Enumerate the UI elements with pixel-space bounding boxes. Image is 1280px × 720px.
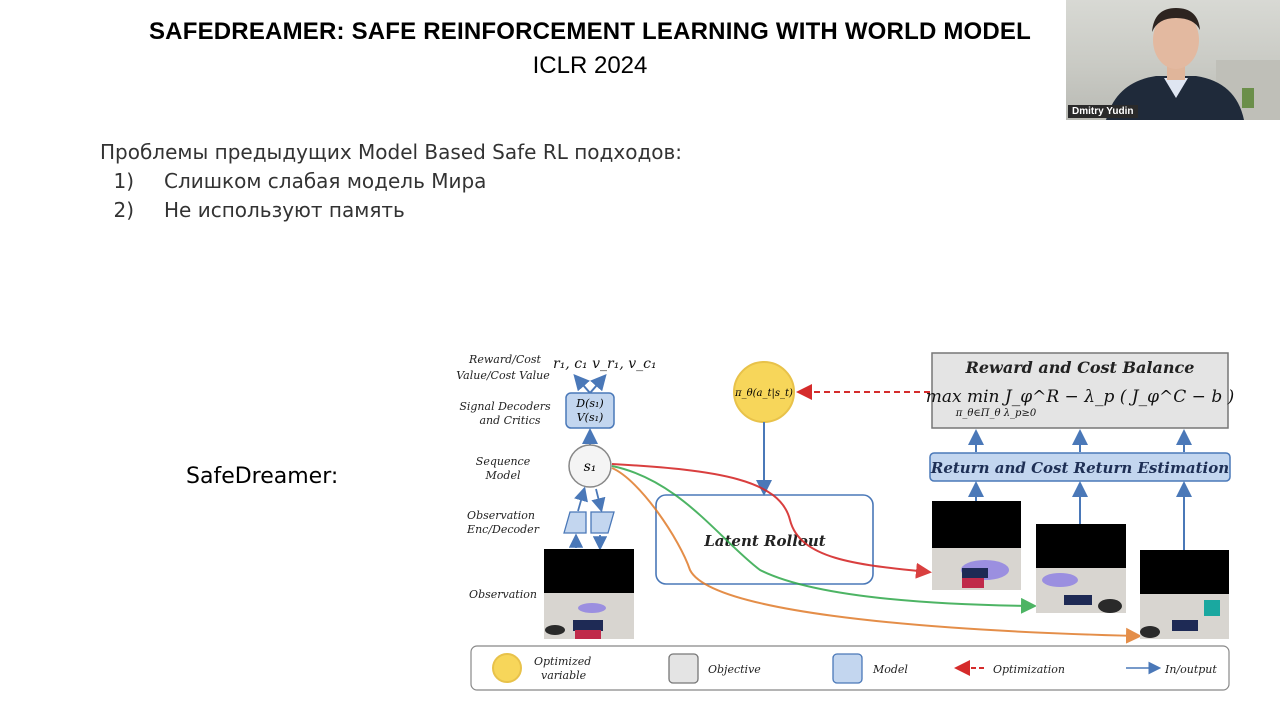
slide-venue: ICLR 2024 [532,52,648,79]
legend-optimized-line2: variable [541,669,587,682]
webcam-figure [1106,8,1280,120]
rollout-path-green [611,465,1037,614]
label-sequence: Sequence [476,455,531,468]
legend-optimized-swatch [492,653,522,683]
label-and-critics: and Critics [479,414,540,427]
list-item: 1) Слишком слабая модель Мира [100,167,682,196]
webcam-name: Dmitry Yudin [1068,105,1138,118]
label-reward-cost: Reward/Cost [468,353,541,366]
label-model: Model [485,469,521,482]
list-text: Слишком слабая модель Мира [164,169,487,193]
latent-rollout-label: Latent Rollout [703,532,826,550]
label-signal-decoders: Signal Decoders [459,400,551,413]
balance-subscript: π_θ∈Π_θ λ_p≥0 [955,408,1037,419]
policy-label: π_θ(a_t|s_t) [734,388,793,399]
list-number: 1) [113,169,134,193]
imagined-frame-1 [932,501,1021,590]
method-label: SafeDreamer: [186,464,339,489]
legend-model: Model [872,663,908,676]
balance-box [931,352,1229,429]
label-value-cost-value: Value/Cost Value [456,369,550,382]
decoder-shape [590,511,615,534]
outputs-text: r₁, c₁ v_r₁, v_c₁ [553,356,657,372]
list-number: 2) [113,198,134,222]
arrow-state-dec [591,488,606,513]
encoder-shape [563,511,587,534]
arrow-to-reward [573,373,591,394]
problems-list: Проблемы предыдущих Model Based Safe RL … [100,138,682,225]
rollout-path-orange [611,467,1142,644]
rollout-path-red [611,463,932,579]
list-item: 2) Не используют память [100,196,682,225]
legend-optimization: Optimization [993,663,1065,676]
decoder-line1: D(s₁) [575,397,603,410]
latent-rollout-box [655,494,874,585]
imagined-frame-2 [1036,524,1126,613]
arrow-to-value [589,373,607,394]
balance-title: Reward and Cost Balance [965,358,1195,377]
state-node [568,444,612,488]
label-enc-decoder: Enc/Decoder [466,523,540,536]
list-text: Не используют память [164,198,405,222]
label-observation-enc: Observation [467,509,535,522]
state-label: s₁ [584,459,597,475]
legend-inoutput: In/output [1164,663,1217,676]
problems-heading: Проблемы предыдущих Model Based Safe RL … [100,140,683,164]
balance-formula: max min J_φ^R − λ_p ( J_φ^C − b ) [926,387,1235,407]
legend-objective: Objective [708,663,761,676]
label-observation: Observation [469,588,537,601]
observation-image [544,549,634,639]
legend-model-swatch [832,653,863,684]
return-estimation-label: Return and Cost Return Estimation [930,459,1229,477]
legend-objective-swatch [668,653,699,684]
slide-title: SAFEDREAMER: SAFE REINFORCEMENT LEARNING… [148,18,1032,45]
webcam-feed: Dmitry Yudin [1066,0,1280,120]
legend-optimized-line1: Optimized [534,655,591,668]
arrow-enc-state [574,486,588,512]
decoder-line2: V(s₁) [577,411,604,424]
imagined-frame-3 [1140,550,1229,639]
